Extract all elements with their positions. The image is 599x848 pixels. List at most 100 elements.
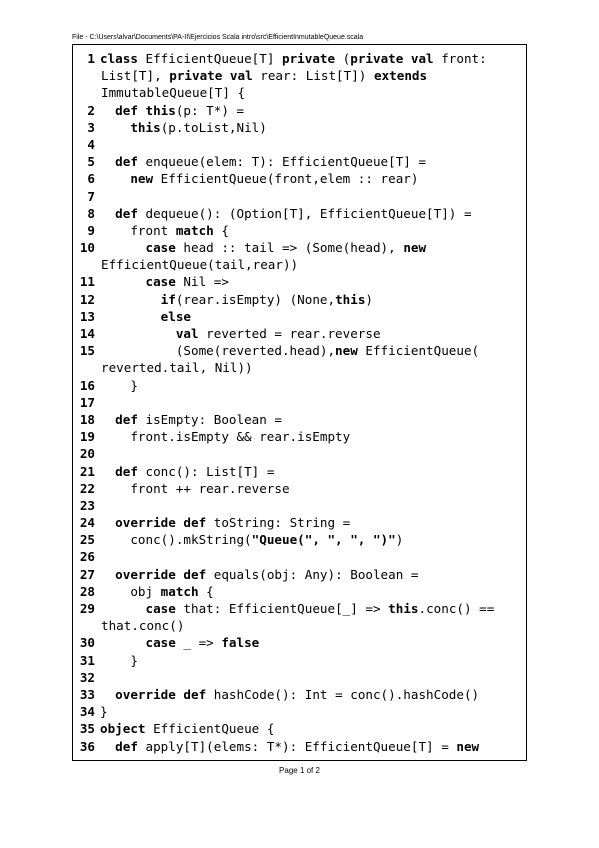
code-token: (p.toList,Nil) — [160, 119, 267, 135]
code-token: { — [213, 222, 229, 238]
line-number: 16 — [79, 377, 95, 393]
code-token — [100, 274, 146, 289]
line-number: 22 — [79, 480, 95, 496]
line-number: 1 — [87, 51, 95, 66]
code-token — [100, 240, 146, 255]
line-number: 6 — [87, 171, 95, 187]
code-text: override def toString: String = — [100, 514, 350, 531]
line-number: 34 — [79, 704, 95, 720]
code-text: def isEmpty: Boolean = — [100, 411, 282, 428]
code-token: front ++ rear.reverse — [100, 480, 290, 496]
code-text: new EfficientQueue(front,elem :: rear) — [100, 170, 418, 187]
code-keyword: case — [145, 240, 176, 256]
code-keyword: match — [175, 222, 214, 238]
line-number: 5 — [87, 154, 95, 170]
code-keyword: if — [160, 291, 176, 307]
code-token: equals(obj: Any): Boolean = — [206, 566, 419, 582]
code-token: reverted = rear.reverse — [198, 326, 381, 341]
line-number: 17 — [79, 394, 95, 410]
code-token: that: EfficientQueue[_] => — [175, 601, 389, 616]
code-line: 13 else — [73, 308, 526, 325]
code-keyword: def this — [115, 102, 176, 118]
code-token: (p: T*) = — [175, 102, 245, 118]
line-number: 9 — [87, 222, 95, 238]
code-token — [100, 601, 146, 616]
code-keyword: object — [100, 721, 146, 737]
code-token: reverted.tail, Nil)) — [101, 360, 253, 376]
code-line: 23 — [73, 497, 526, 514]
line-number: 23 — [79, 497, 95, 513]
code-line: 14 val reverted = rear.reverse — [73, 325, 526, 342]
line-number: 28 — [79, 583, 95, 599]
code-keyword: private val — [350, 51, 434, 66]
code-token: { — [198, 583, 214, 599]
code-text: def conc(): List[T] = — [100, 463, 274, 480]
code-line: 35 object EfficientQueue { — [73, 720, 526, 737]
line-number: 29 — [79, 601, 95, 616]
code-line: 3 this(p.toList,Nil) — [73, 119, 526, 136]
code-line: reverted.tail, Nil)) — [73, 359, 526, 376]
code-text: this(p.toList,Nil) — [100, 119, 267, 136]
code-text: def apply[T](elems: T*): EfficientQueue[… — [100, 738, 479, 755]
code-text: case that: EfficientQueue[_] => this.con… — [100, 600, 495, 617]
code-keyword: override def — [115, 515, 207, 531]
code-token — [100, 103, 115, 118]
code-line: 21 def conc(): List[T] = — [73, 463, 526, 480]
code-text: conc().mkString("Queue(", ", ", ")") — [100, 531, 403, 548]
code-token: isEmpty: Boolean = — [137, 411, 282, 427]
code-line: List[T], private val rear: List[T]) exte… — [73, 67, 526, 84]
code-line: 31 } — [73, 652, 526, 669]
line-number: 12 — [79, 291, 95, 307]
line-number: 36 — [79, 738, 95, 754]
code-continuation: reverted.tail, Nil)) — [101, 359, 253, 376]
code-text: else — [100, 308, 191, 325]
line-number: 25 — [79, 532, 95, 548]
code-token: EfficientQueue { — [145, 721, 275, 737]
code-token: obj — [100, 583, 161, 599]
code-keyword: case — [145, 274, 176, 290]
code-token: EfficientQueue(tail,rear)) — [101, 257, 299, 273]
code-keyword: case — [145, 601, 176, 616]
code-token: apply[T](elems: T*): EfficientQueue[T] = — [137, 738, 457, 754]
code-line: 11 case Nil => — [73, 273, 526, 290]
code-text: obj match { — [100, 583, 214, 600]
code-token: enqueue(elem: T): EfficientQueue[T] = — [137, 154, 427, 170]
code-keyword: extends — [373, 68, 428, 84]
code-line: 26 — [73, 548, 526, 565]
code-line: 29 case that: EfficientQueue[_] => this.… — [73, 600, 526, 617]
code-token: that.conc() — [101, 618, 185, 634]
code-line: 10 case head :: tail => (Some(head), new — [73, 239, 526, 256]
code-line: 25 conc().mkString("Queue(", ", ", ")") — [73, 531, 526, 548]
code-token: } — [100, 652, 138, 668]
code-continuation: that.conc() — [101, 617, 184, 634]
code-line: 30 case _ => false — [73, 634, 526, 651]
code-keyword: this — [335, 291, 366, 307]
line-number: 24 — [79, 515, 95, 531]
code-line: 12 if(rear.isEmpty) (None,this) — [73, 291, 526, 308]
code-token — [100, 292, 161, 307]
code-text: class EfficientQueue[T] private (private… — [100, 50, 487, 67]
code-text: override def hashCode(): Int = conc().ha… — [100, 686, 479, 703]
code-token: hashCode(): Int = conc().hashCode() — [206, 686, 480, 702]
code-token — [100, 326, 176, 341]
code-text: front.isEmpty && rear.isEmpty — [100, 428, 350, 445]
code-text: override def equals(obj: Any): Boolean = — [100, 566, 418, 583]
code-keyword: this — [130, 119, 161, 135]
code-token: conc(): List[T] = — [137, 463, 275, 479]
code-line: 27 override def equals(obj: Any): Boolea… — [73, 566, 526, 583]
code-token: ImmutableQueue[T] { — [101, 85, 246, 101]
code-token: List[T], — [101, 68, 170, 84]
code-keyword: match — [160, 583, 199, 599]
code-token — [100, 464, 115, 479]
code-text: def dequeue(): (Option[T], EfficientQueu… — [100, 205, 471, 222]
code-token: (Some(reverted.head), — [100, 343, 336, 359]
code-text: front match { — [100, 222, 229, 239]
code-line: 4 — [73, 136, 526, 153]
code-line: 1 class EfficientQueue[T] private (privat… — [73, 50, 526, 67]
code-text: def this(p: T*) = — [100, 102, 244, 119]
line-number: 11 — [79, 274, 95, 290]
code-line: 36 def apply[T](elems: T*): EfficientQue… — [73, 738, 526, 755]
line-number: 35 — [79, 721, 95, 737]
code-token: front — [100, 222, 176, 238]
line-number: 2 — [87, 102, 95, 118]
